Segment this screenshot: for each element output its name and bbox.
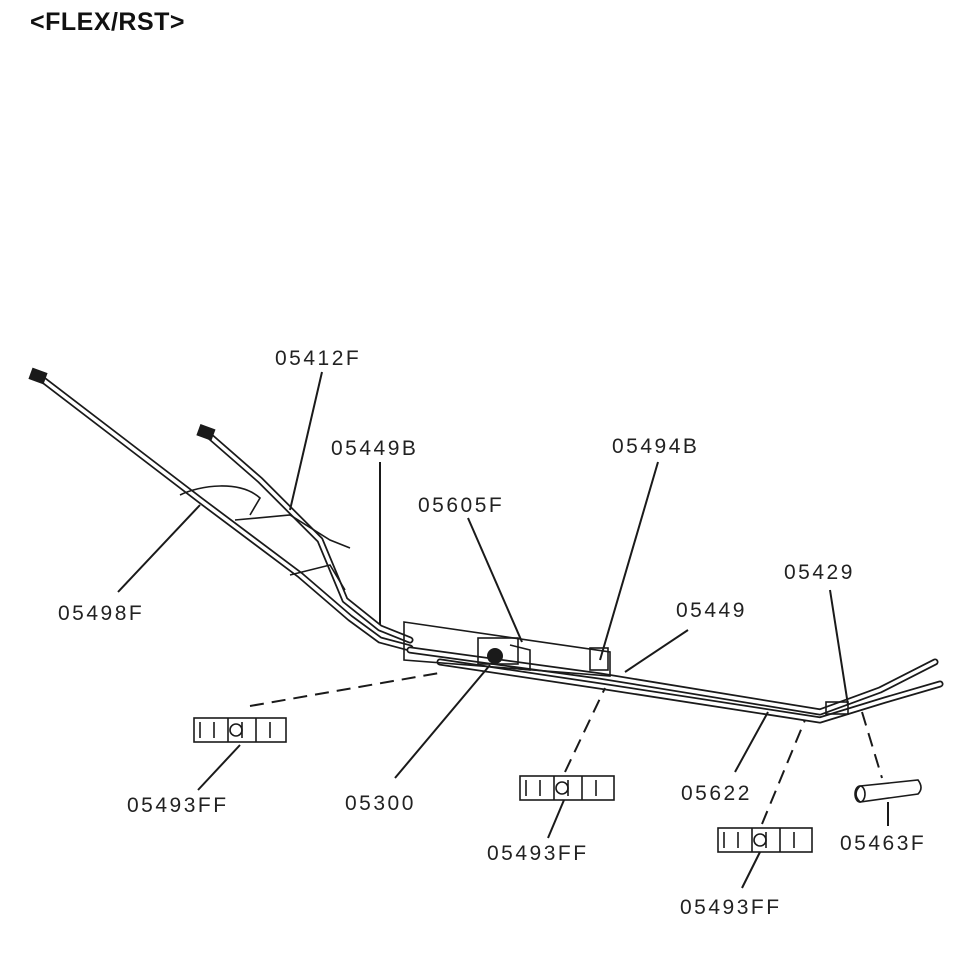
grommet-05463F — [854, 779, 922, 803]
label-05412F: 05412F — [275, 347, 361, 370]
leader-lines — [117, 371, 889, 889]
label-05449: 05449 — [676, 599, 747, 622]
label-05300: 05300 — [345, 792, 416, 815]
label-05494B: 05494B — [612, 435, 699, 458]
clip-05493FF-mid — [519, 775, 615, 801]
label-05498F: 05498F — [58, 602, 144, 625]
label-05493FF-right: 05493FF — [680, 896, 782, 919]
page-title: <FLEX/RST> — [30, 8, 186, 36]
clip-05493FF-right — [717, 827, 813, 853]
label-05605F: 05605F — [418, 494, 504, 517]
label-05463F: 05463F — [840, 832, 926, 855]
clip-05493FF-left — [193, 717, 287, 743]
label-05622: 05622 — [681, 782, 752, 805]
label-05449B: 05449B — [331, 437, 418, 460]
pipe-assembly — [28, 367, 944, 724]
callout-labels: 05412F 05449B 05494B 05605F 05429 05449 … — [58, 347, 926, 919]
label-05493FF-mid: 05493FF — [487, 842, 589, 865]
label-05429: 05429 — [784, 561, 855, 584]
label-05493FF-left: 05493FF — [127, 794, 229, 817]
